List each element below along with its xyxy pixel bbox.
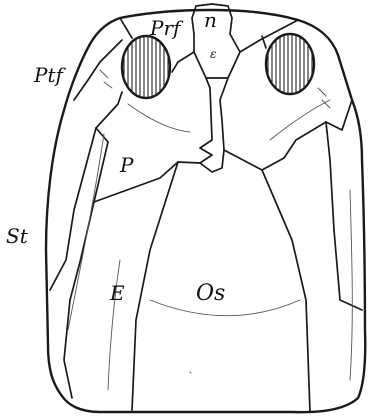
faint-groove-right [270,100,330,140]
label-postfrontal: Ptf [33,63,66,87]
faint-groove-left-2 [128,104,190,132]
upper-left-suture [120,18,132,38]
label-occipital-shield: Os [196,281,225,306]
supratemporal-right-inner [326,122,362,310]
label-prefrontal: Prf [149,16,184,40]
faint-groove-epiotic [108,260,120,390]
postfrontal-lower-left [96,92,122,142]
label-epiotic: E [109,281,125,305]
occipital-shield-outline [132,162,178,410]
label-nasal: n [204,8,217,32]
label-supratemporal: St [6,224,29,248]
faint-scratch-left [100,70,112,88]
label-parietal: P [119,153,134,177]
midline-suture [200,78,228,172]
parietal-suture-left [94,142,200,202]
faint-groove-right-2 [350,190,352,380]
left-orbit [122,30,170,104]
postfrontal-suture-left [74,40,122,100]
faint-dot [190,372,191,373]
parietal-suture-right [224,122,342,170]
occipital-shield-right [262,170,310,412]
label-epsilon: ε [210,47,216,61]
supratemporal-right-top [342,100,352,130]
right-orbit [266,28,314,100]
epsilon-suture [194,34,240,78]
supratemporal-left-inner [50,128,96,290]
